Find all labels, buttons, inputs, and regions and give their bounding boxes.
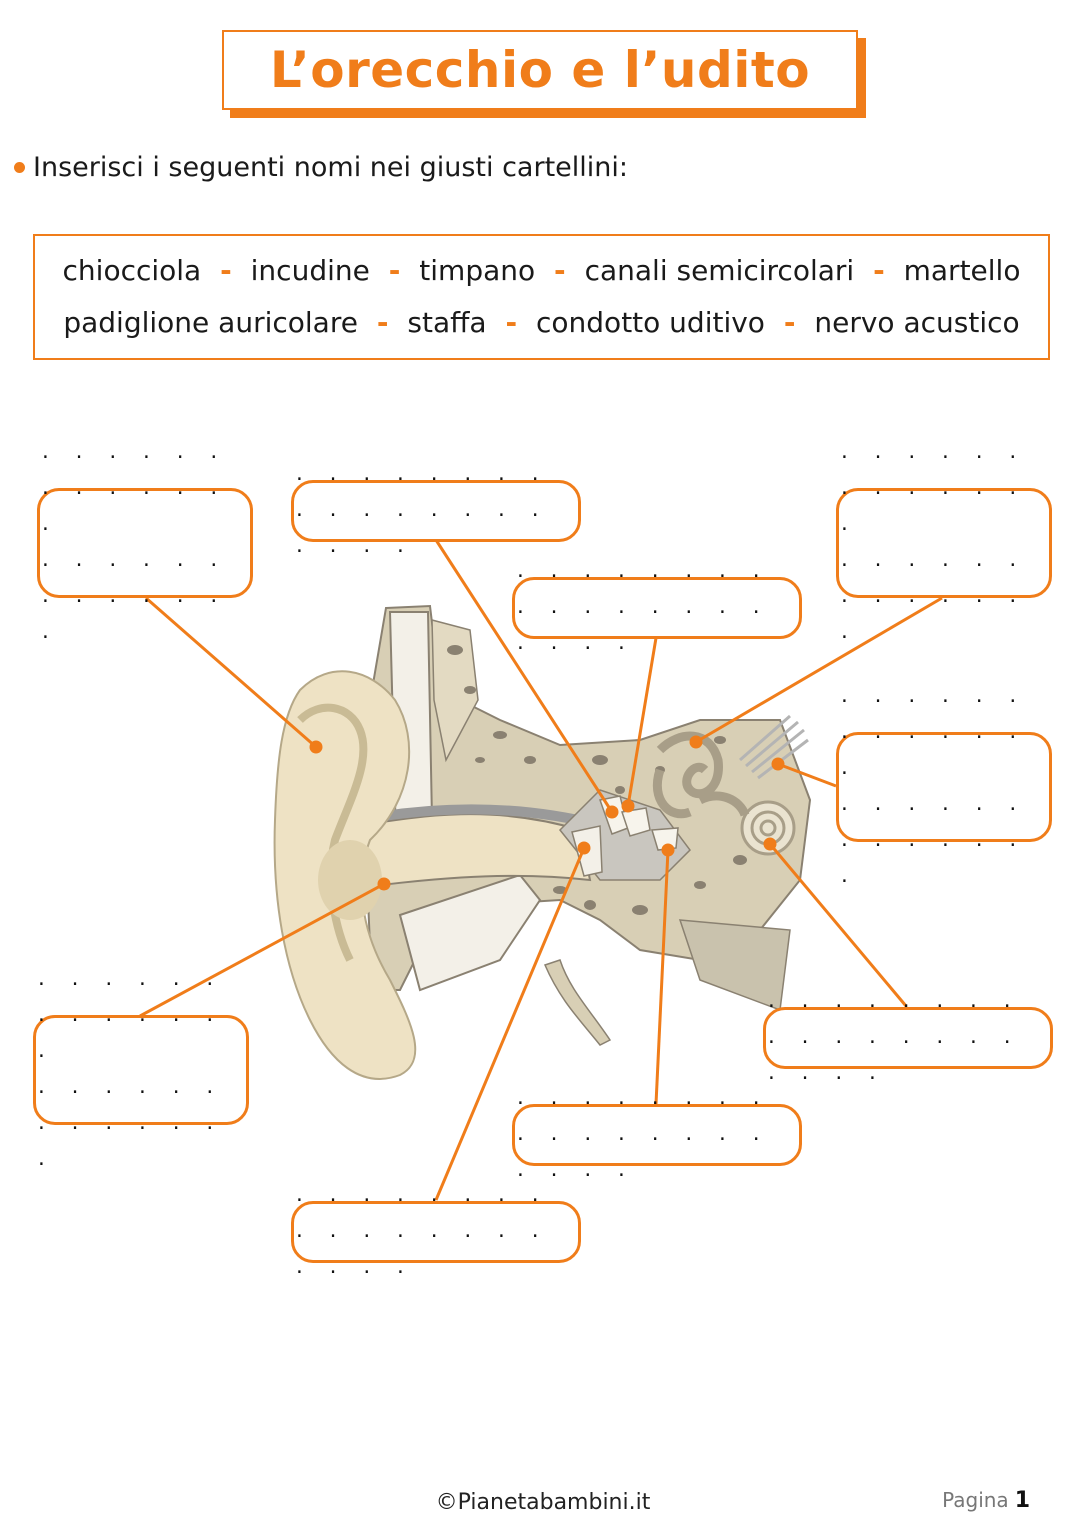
word: condotto uditivo xyxy=(536,306,765,339)
auditory-nerve xyxy=(739,714,809,780)
label-box-left[interactable]: . . . . . . . . . . . . . . . . . . . . … xyxy=(33,969,249,1170)
word: nervo acustico xyxy=(814,306,1020,339)
dots-line: . . . . . . . . . . . . . . . . . . . . xyxy=(294,1185,547,1278)
dots-line: . . . . . . . . . . . . . xyxy=(36,969,222,1062)
dots-line: . . . . . . . . . . . . . . . . . . . . xyxy=(515,561,768,654)
instruction: Inserisci i seguenti nomi nei giusti car… xyxy=(14,152,628,183)
word: chiocciola xyxy=(62,254,202,287)
dots-line: . . . . . . . . . . . . . xyxy=(36,1077,222,1170)
label-box-right[interactable]: . . . . . . . . . . . . . . . . . . . . … xyxy=(836,686,1052,887)
bone-pores xyxy=(447,645,747,915)
dots-line: . . . . . . . . . . . . . xyxy=(40,442,226,535)
dots-line: . . . . . . . . . . . . . . . . . . . . xyxy=(294,464,547,557)
instruction-text: Inserisci i seguenti nomi nei giusti car… xyxy=(33,152,628,183)
leader-lines xyxy=(139,539,943,1201)
label-box-top-right[interactable]: . . . . . . . . . . . . . . . . . . . . … xyxy=(836,442,1052,643)
label-box-lower-right[interactable]: . . . . . . . . . . . . . . . . . . . . xyxy=(763,991,1053,1084)
copyright: ©Pianetabambini.it xyxy=(435,1490,651,1515)
word-bank-line-2: padiglione auricolare - staffa - condott… xyxy=(63,297,1019,349)
word-separator: - xyxy=(873,254,885,287)
eustachian-tube xyxy=(543,959,612,1046)
dots-line: . . . . . . . . . . . . . xyxy=(839,442,1025,535)
word-separator: - xyxy=(783,306,796,339)
label-box-pinna[interactable]: . . . . . . . . . . . . . . . . . . . . … xyxy=(37,442,253,643)
label-box-bottom-middle[interactable]: . . . . . . . . . . . . . . . . . . . . xyxy=(512,1088,802,1181)
page-label: Pagina xyxy=(942,1488,1009,1512)
label-box-bottom-left-center[interactable]: . . . . . . . . . . . . . . . . . . . . xyxy=(291,1185,581,1278)
word-bank-line-1: chiocciola - incudine - timpano - canali… xyxy=(63,245,1021,297)
word-bank: chiocciola - incudine - timpano - canali… xyxy=(33,234,1050,360)
word-separator: - xyxy=(388,254,401,287)
word: padiglione auricolare xyxy=(63,306,358,339)
title-banner: L’orecchio e l’udito xyxy=(222,30,866,118)
inner-ear xyxy=(652,731,796,856)
page-title: L’orecchio e l’udito xyxy=(222,30,858,110)
word: incudine xyxy=(250,254,370,287)
word: martello xyxy=(903,254,1021,287)
dots-line: . . . . . . . . . . . . . xyxy=(839,794,1025,887)
word-separator: - xyxy=(376,306,389,339)
word: timpano xyxy=(419,254,536,287)
concha xyxy=(318,840,382,920)
word-separator: - xyxy=(220,254,232,287)
dots-line: . . . . . . . . . . . . . . . . . . . . xyxy=(766,991,1019,1084)
word-separator: - xyxy=(554,254,566,287)
word: staffa xyxy=(407,306,487,339)
page-number: 1 xyxy=(1014,1488,1030,1513)
word: canali semicircolari xyxy=(584,254,855,287)
dots-line: . . . . . . . . . . . . . xyxy=(40,550,226,643)
label-box-upper-middle[interactable]: . . . . . . . . . . . . . . . . . . . . xyxy=(512,561,802,654)
dots-line: . . . . . . . . . . . . . . . . . . . . xyxy=(515,1088,768,1181)
word-separator: - xyxy=(505,306,518,339)
bullet-icon xyxy=(14,162,25,173)
label-box-top-center[interactable]: . . . . . . . . . . . . . . . . . . . . xyxy=(291,464,581,557)
dots-line: . . . . . . . . . . . . . xyxy=(839,686,1025,779)
dots-line: . . . . . . . . . . . . . xyxy=(839,550,1025,643)
